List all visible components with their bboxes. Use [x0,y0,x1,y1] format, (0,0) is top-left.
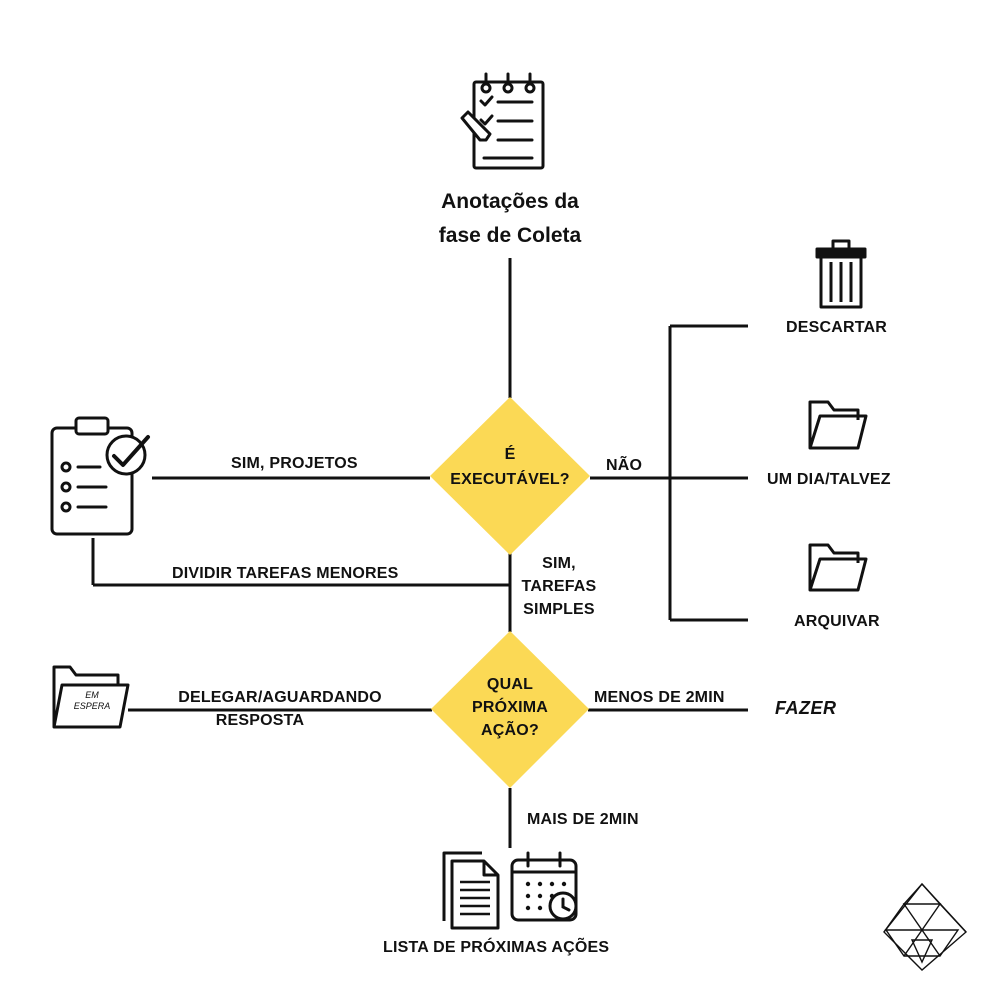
decision2-line-2: PRÓXIMA [471,699,549,717]
edge-label-delegar: DELEGAR/AGUARDANDO RESPOSTA [160,686,400,732]
edge-label-nao: NÃO [606,457,643,474]
outcome-descartar: DESCARTAR [786,319,888,336]
title-line-1: Anotações da [441,190,579,213]
outcome-um-dia: UM DIA/TALVEZ [767,471,891,488]
em-espera-line-1: EM [85,690,99,700]
edge-label-dividir: DIVIDIR TAREFAS MENORES [172,565,399,582]
delegar-line-1: DELEGAR/AGUARDANDO [178,689,382,706]
sim-simples-line-2: TAREFAS [521,578,597,596]
edge-label-sim-simples: SIM, TAREFAS SIMPLES [514,552,604,622]
page-title: Anotações da fase de Coleta [380,185,640,252]
decision2-label: QUAL PRÓXIMA AÇÃO? [430,673,590,743]
delegar-line-2: RESPOSTA [215,712,305,730]
edge-label-sim-projetos: SIM, PROJETOS [231,455,358,472]
decision1-line-1: É [504,446,516,463]
outcome-fazer: FAZER [775,698,837,718]
outcome-arquivar: ARQUIVAR [794,613,880,630]
decision1-line-2: EXECUTÁVEL? [450,470,570,488]
decision1-label: É EXECUTÁVEL? [430,443,590,493]
title-line-2: fase de Coleta [438,223,582,247]
sim-simples-line-1: SIM, [542,555,576,572]
em-espera-label: EM ESPERA [62,690,122,713]
edge-label-mais-2min: MAIS DE 2MIN [527,811,639,828]
decision2-diamond [431,631,589,788]
outcome-lista: LISTA DE PRÓXIMAS AÇÕES [383,939,610,956]
edge-label-menos-2min: MENOS DE 2MIN [594,689,725,706]
decision2-line-3: AÇÃO? [481,722,539,740]
em-espera-line-2: ESPERA [73,701,111,712]
sim-simples-line-3: SIMPLES [523,601,595,619]
decision2-line-1: QUAL [486,676,534,693]
decision1-diamond [430,397,590,555]
